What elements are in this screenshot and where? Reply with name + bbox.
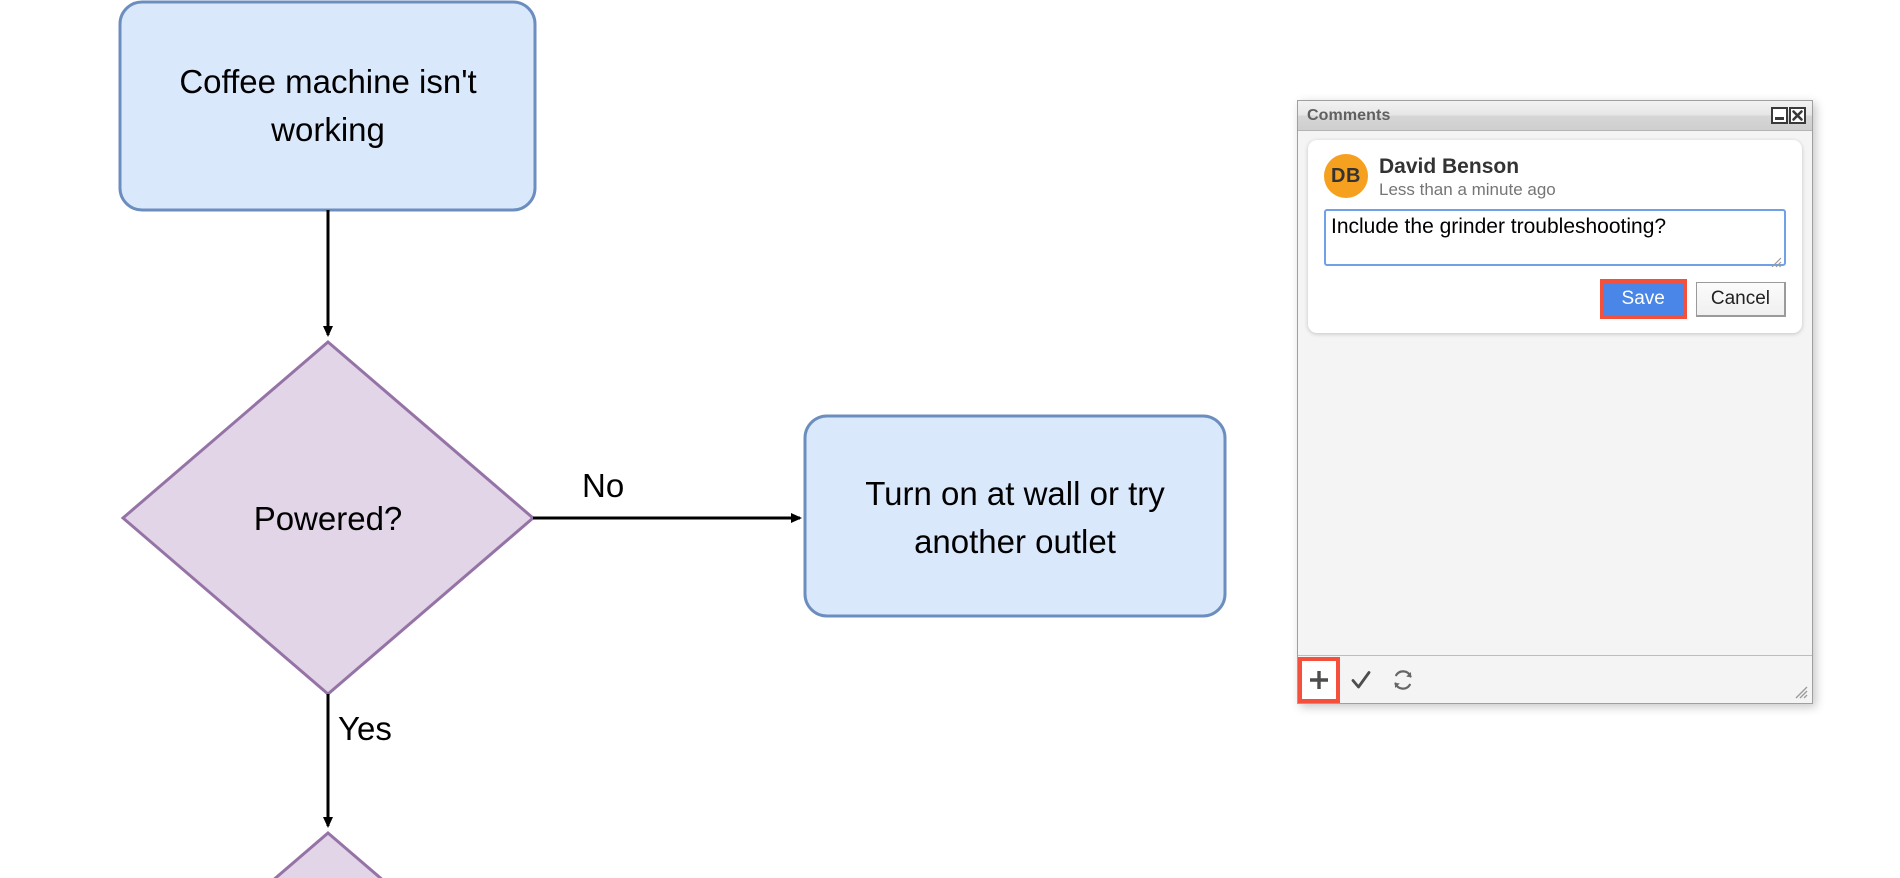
- cancel-button[interactable]: Cancel: [1695, 281, 1786, 317]
- plus-icon[interactable]: [1298, 656, 1340, 703]
- close-icon[interactable]: [1789, 107, 1806, 124]
- comment-item[interactable]: DB David Benson Less than a minute ago S…: [1308, 140, 1802, 333]
- save-button[interactable]: Save: [1603, 283, 1683, 315]
- avatar: DB: [1324, 154, 1368, 198]
- comments-window[interactable]: Comments DB David Benson Less than a min…: [1297, 100, 1813, 704]
- node-next-decision[interactable]: [123, 831, 533, 878]
- comment-editor-wrap: [1324, 201, 1786, 271]
- comments-list[interactable]: DB David Benson Less than a minute ago S…: [1298, 131, 1812, 655]
- comment-author: David Benson: [1379, 155, 1520, 178]
- comments-toolbar[interactable]: [1298, 655, 1812, 703]
- node-powered[interactable]: Powered?: [120, 340, 536, 696]
- comment-header: DB David Benson Less than a minute ago: [1324, 154, 1786, 201]
- comments-titlebar[interactable]: Comments: [1298, 101, 1812, 131]
- comment-editor-input[interactable]: [1324, 209, 1786, 266]
- save-button-highlight: Save: [1599, 279, 1687, 319]
- comments-window-title: Comments: [1307, 106, 1391, 124]
- edge-label-yes: Yes: [338, 710, 392, 747]
- node-turn-on[interactable]: Turn on at wall or try another outlet: [803, 414, 1227, 618]
- window-resize-grip[interactable]: [1794, 685, 1808, 699]
- node-start-label-line1: Coffee machine isn't: [179, 63, 476, 100]
- minimize-icon[interactable]: [1771, 107, 1788, 124]
- check-icon[interactable]: [1340, 657, 1382, 703]
- node-start[interactable]: Coffee machine isn't working: [118, 0, 537, 212]
- node-start-label-line2: working: [270, 111, 385, 148]
- node-turn-on-label-line1: Turn on at wall or try: [865, 475, 1165, 512]
- node-turn-on-label-line2: another outlet: [914, 523, 1116, 560]
- edge-label-no: No: [582, 467, 624, 504]
- node-powered-label: Powered?: [254, 500, 403, 537]
- comment-action-row: Save Cancel: [1324, 279, 1786, 319]
- refresh-icon[interactable]: [1382, 657, 1424, 703]
- comment-timestamp: Less than a minute ago: [1379, 180, 1556, 199]
